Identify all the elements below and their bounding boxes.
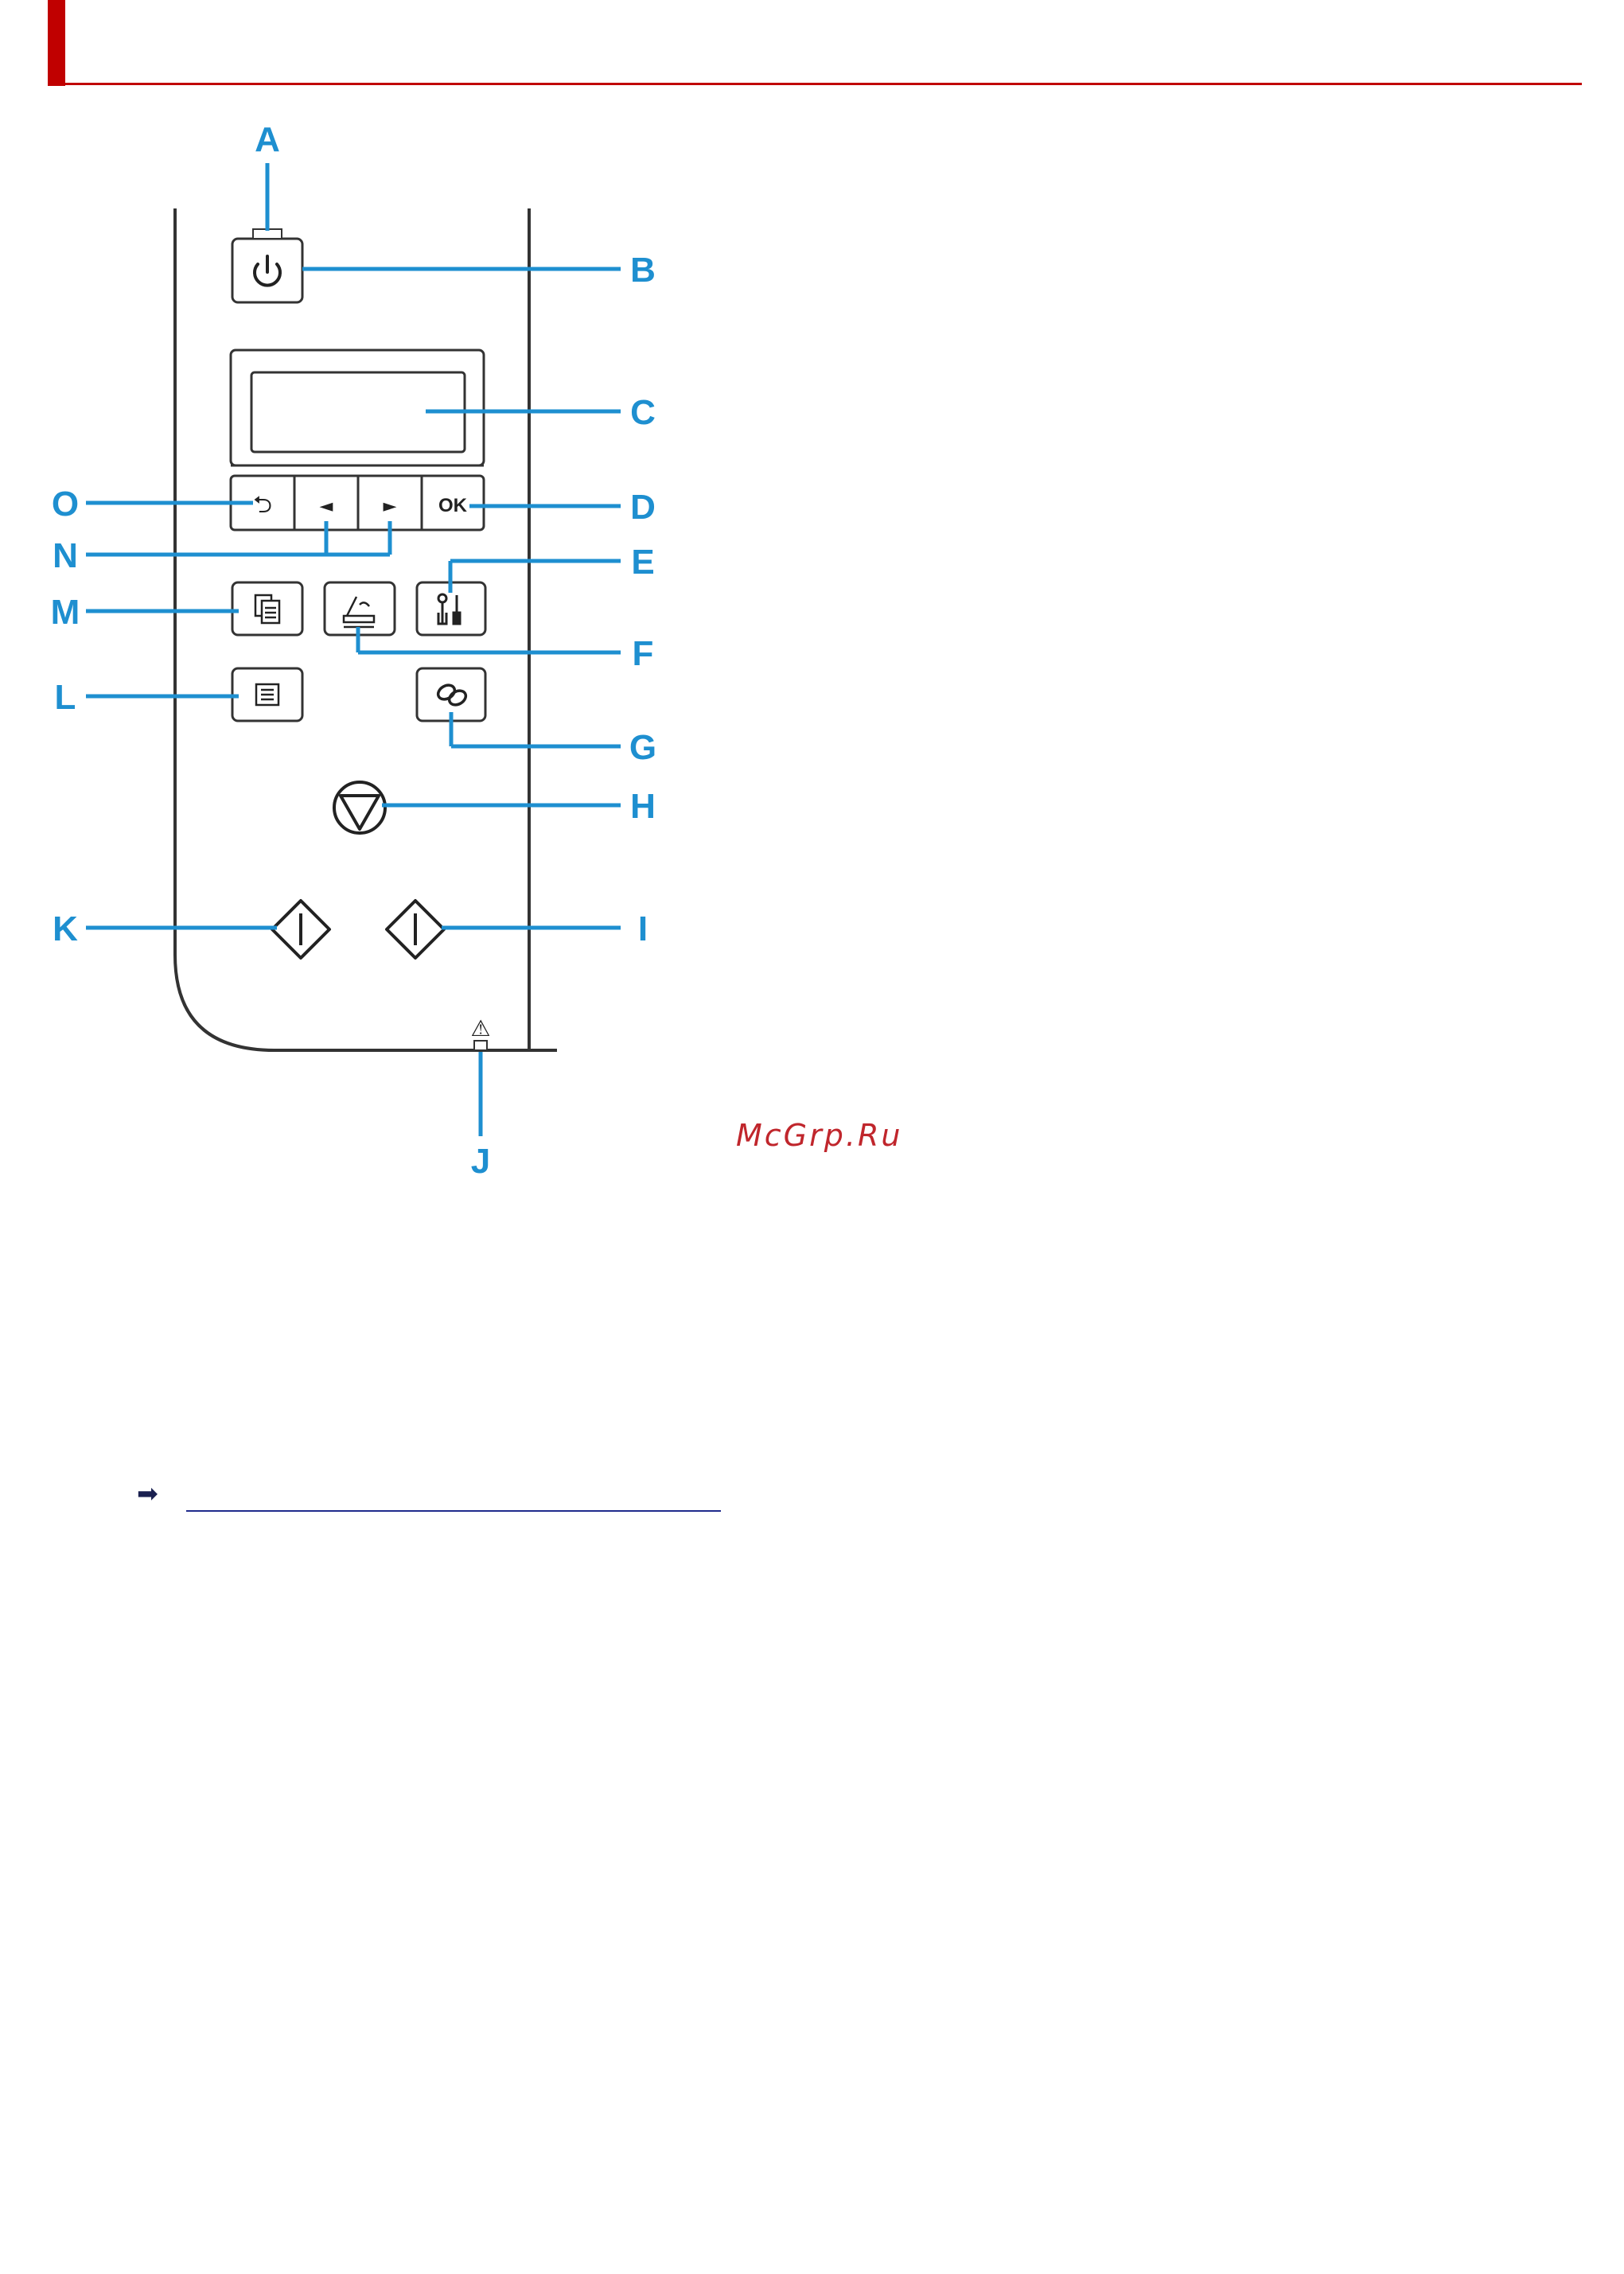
alarm-lamp: ⚠ — [470, 1015, 490, 1050]
callout-g: G — [629, 728, 656, 767]
stop-button[interactable] — [334, 782, 385, 833]
right-button[interactable]: ► — [360, 477, 420, 528]
operation-panel-diagram: ⮌ ◄ ► OK — [0, 0, 1624, 1193]
callout-a: A — [255, 120, 280, 159]
ok-button-label: OK — [438, 495, 468, 516]
callout-h: H — [630, 787, 656, 826]
black-start-button[interactable] — [272, 901, 329, 958]
back-icon: ⮌ — [253, 491, 272, 519]
callout-b: B — [630, 251, 656, 290]
callout-j: J — [471, 1142, 490, 1181]
power-button[interactable] — [232, 239, 302, 302]
callout-m: M — [51, 593, 80, 632]
callout-c: C — [630, 393, 656, 432]
callout-f: F — [633, 634, 654, 673]
callout-o: O — [52, 485, 79, 524]
callout-l: L — [55, 678, 76, 717]
ok-button[interactable]: OK — [423, 477, 482, 528]
menu-button[interactable] — [232, 668, 302, 721]
related-topic-link[interactable] — [186, 1483, 721, 1512]
callout-leaders — [86, 163, 621, 1136]
alarm-icon: ⚠ — [470, 1015, 490, 1042]
copy-button[interactable] — [232, 582, 302, 635]
arrow-right-icon: ➡ — [137, 1478, 158, 1509]
color-start-button[interactable] — [387, 901, 444, 958]
left-button[interactable]: ◄ — [296, 477, 356, 528]
lcd-screen — [231, 350, 484, 465]
callout-k: K — [53, 909, 78, 948]
callout-e: E — [631, 543, 654, 582]
callout-d: D — [630, 488, 656, 527]
right-arrow-icon: ► — [384, 496, 397, 516]
callout-i: I — [638, 909, 648, 948]
left-arrow-icon: ◄ — [320, 496, 333, 516]
callout-n: N — [53, 536, 78, 575]
watermark: McGrp.Ru — [736, 1118, 902, 1153]
